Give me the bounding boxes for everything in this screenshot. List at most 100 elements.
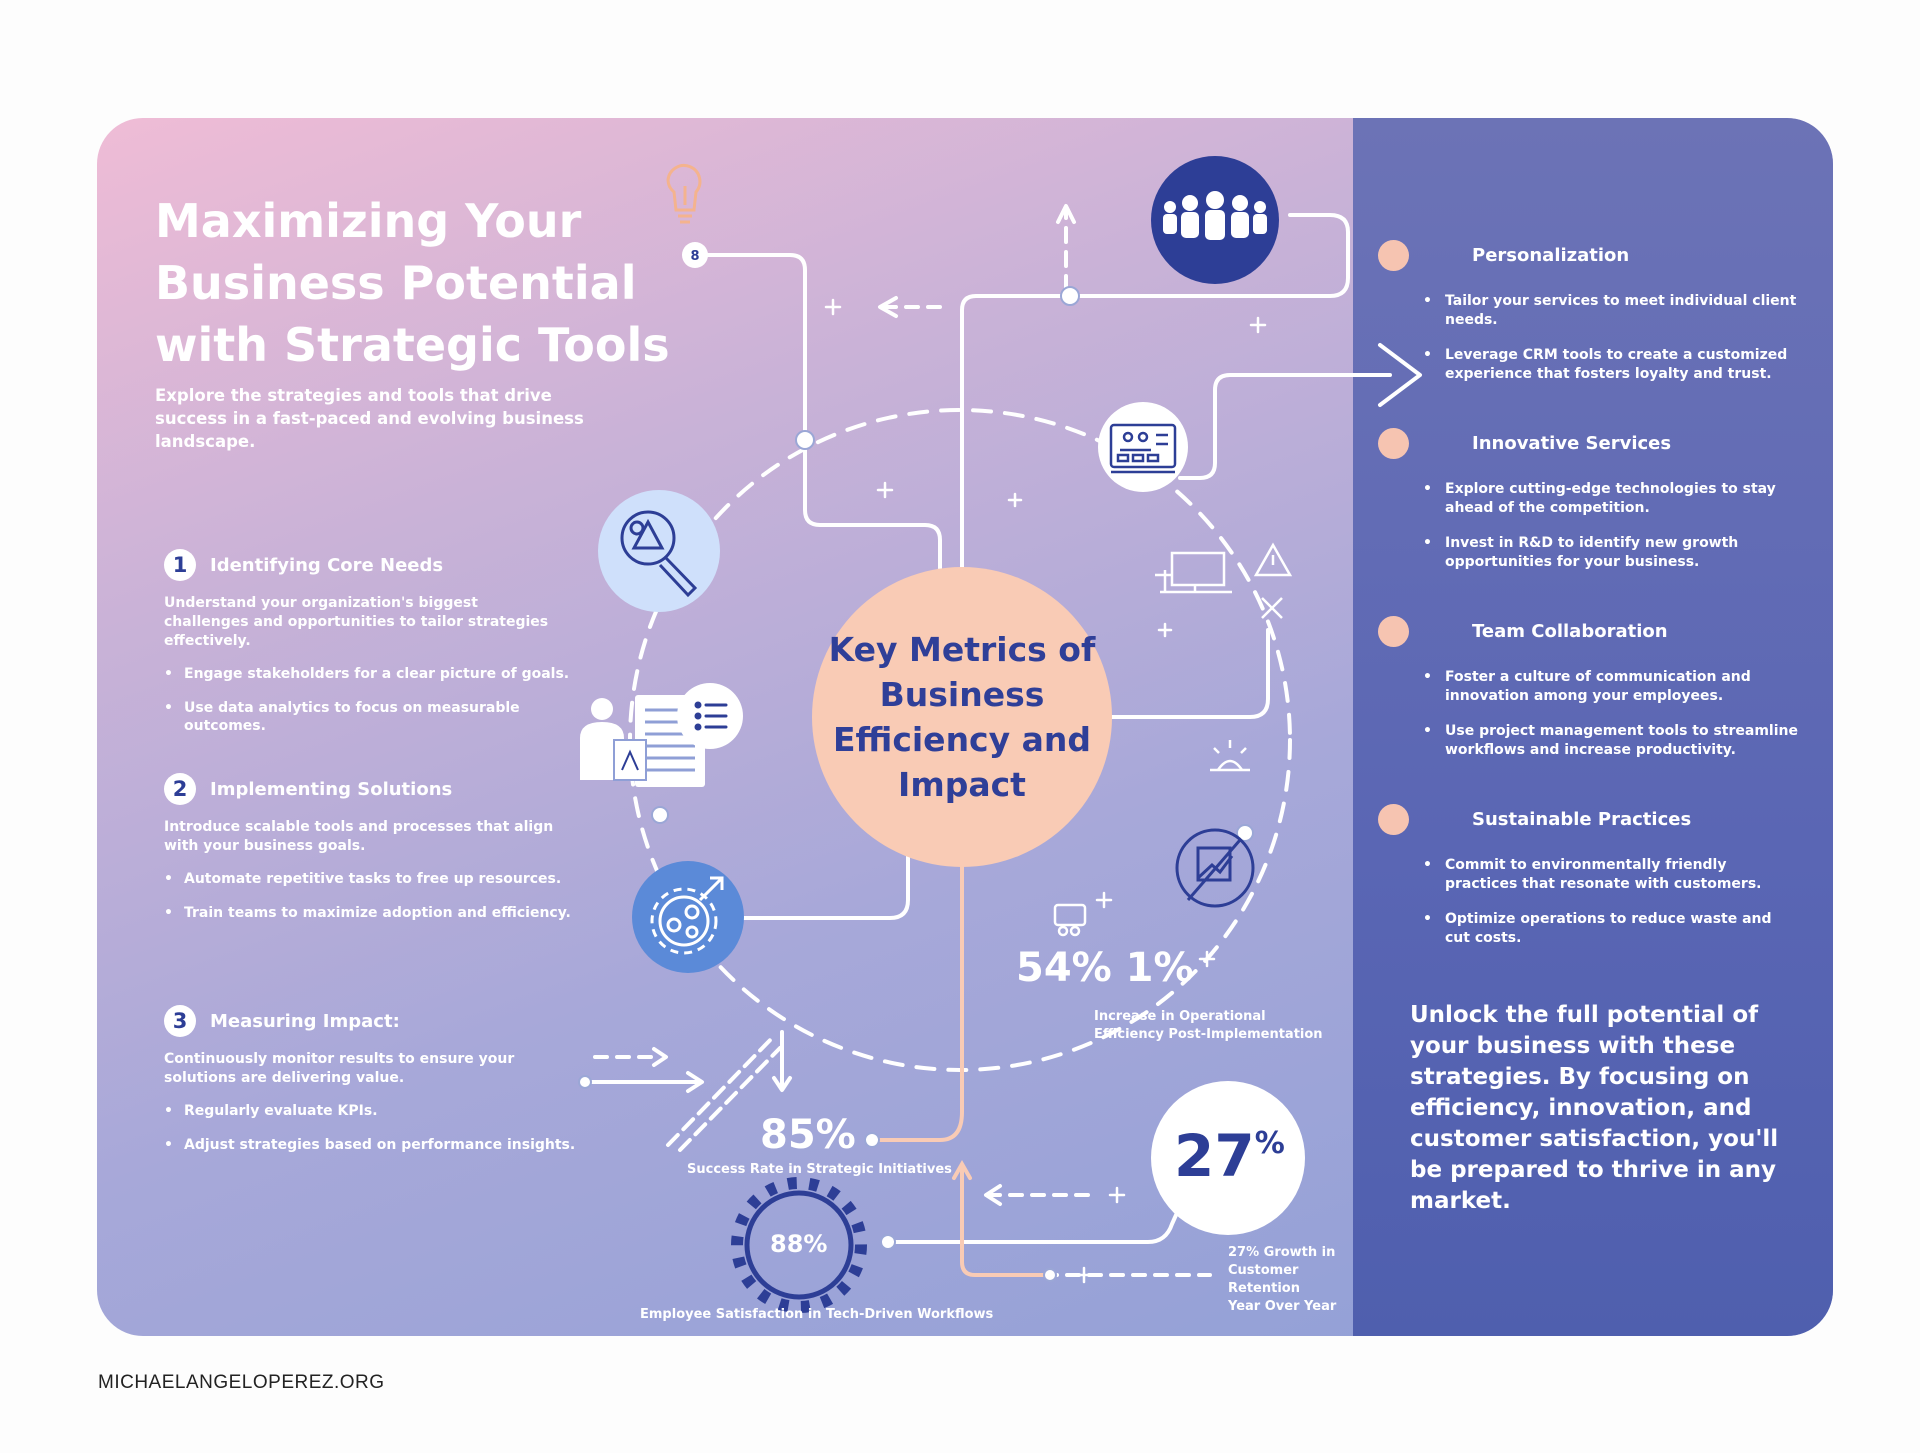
checklist-icon [694, 701, 728, 731]
junction-dot [651, 806, 669, 824]
step-header: 1 Identifying Core Needs [164, 548, 584, 582]
section-title: Personalization [1472, 244, 1630, 266]
section-bullets: Explore cutting-edge technologies to sta… [1423, 480, 1800, 572]
stat-retention-label-line: 27% Growth in [1228, 1245, 1336, 1260]
retention-circle [1151, 1081, 1305, 1235]
gear-ring-icon [731, 1177, 867, 1313]
hero-title-line: Maximizing Your [155, 194, 582, 248]
desk-computer-icon [1155, 551, 1232, 594]
section-bullets: Tailor your services to meet individual … [1423, 292, 1800, 384]
junction-dot [1043, 1268, 1057, 1282]
stat-retention-number: 27 [1174, 1122, 1255, 1190]
analysis-magnifier-icon [620, 510, 698, 598]
plus-decor [824, 298, 1267, 1284]
gear-strategy-icon [650, 876, 724, 955]
hub-title: Key Metrics of Business Efficiency and I… [828, 630, 1096, 804]
step-title: Implementing Solutions [210, 778, 453, 800]
section-title: Innovative Services [1472, 432, 1672, 454]
step-description: Introduce scalable tools and processes t… [164, 819, 554, 854]
stat-operational-label: Increase in Operational Efficiency Post-… [1094, 1009, 1323, 1042]
bullet-item: Train teams to maximize adoption and eff… [164, 904, 584, 922]
step-description: Continuously monitor results to ensure y… [164, 1051, 515, 1086]
bullet-item: Explore cutting-edge technologies to sta… [1423, 480, 1800, 518]
connector-peach-bottom [960, 1166, 1047, 1277]
connector-peach [874, 864, 964, 1142]
step-title: Identifying Core Needs [210, 554, 444, 576]
closing-statement: Unlock the full potential of your busine… [1410, 1002, 1779, 1214]
section-header: Sustainable Practices [1378, 802, 1800, 836]
arrow-up-head [1056, 204, 1076, 224]
connector-right [1110, 628, 1270, 719]
bullet-item: Automate repetitive tasks to free up res… [164, 870, 584, 888]
connector-bulb [694, 253, 942, 570]
step-measuring-impact: 3 Measuring Impact: Continuously monitor… [164, 1004, 584, 1170]
step-number-badge: 3 [164, 1005, 196, 1037]
step-number-badge: 1 [164, 549, 196, 581]
presentation-icon [1109, 423, 1177, 474]
report-person-icon [580, 695, 705, 787]
hero-title: Maximizing Your Business Potential with … [155, 190, 675, 376]
hero-subtitle: Explore the strategies and tools that dr… [155, 386, 584, 451]
section-personalization: Personalization Tailor your services to … [1378, 238, 1800, 400]
arrow-right-2 [686, 1071, 704, 1093]
step-number-badge: 2 [164, 773, 196, 805]
footer-site-link[interactable]: MICHAELANGELOPEREZ.ORG [98, 1372, 385, 1393]
section-header: Innovative Services [1378, 426, 1800, 460]
hero-title-line: Business Potential [155, 256, 637, 310]
section-innovative-services: Innovative Services Explore cutting-edge… [1378, 426, 1800, 588]
bullet-item: Foster a culture of communication and in… [1423, 668, 1800, 706]
step-header: 3 Measuring Impact: [164, 1004, 584, 1038]
bullet-item: Invest in R&D to identify new growth opp… [1423, 534, 1800, 572]
bullet-item: Commit to environmentally friendly pract… [1423, 856, 1800, 894]
section-title: Sustainable Practices [1472, 808, 1692, 830]
step-identifying-core-needs: 1 Identifying Core Needs Understand your… [164, 548, 584, 751]
junction-dot [1236, 824, 1254, 842]
junction-dot [795, 430, 815, 450]
dashed-diagonal [666, 1033, 777, 1147]
arrow-right-1 [652, 1047, 668, 1067]
step-implementing-solutions: 2 Implementing Solutions Introduce scala… [164, 772, 584, 938]
step-bullets: Engage stakeholders for a clear picture … [164, 665, 584, 735]
section-team-collaboration: Team Collaboration Foster a culture of c… [1378, 614, 1800, 776]
section-bullets: Commit to environmentally friendly pract… [1423, 856, 1800, 948]
stat-retention-unit: % [1254, 1126, 1285, 1161]
bullet-item: Tailor your services to meet individual … [1423, 292, 1800, 330]
step-header: 2 Implementing Solutions [164, 772, 584, 806]
bullet-item: Use project management tools to streamli… [1423, 722, 1800, 760]
hero-title-line: with Strategic Tools [155, 318, 670, 372]
stat-retention-label-line: Retention [1228, 1281, 1300, 1296]
arrow-up-peach [952, 1159, 972, 1180]
sunrise-icon [1210, 740, 1250, 772]
warning-icon [1253, 542, 1293, 619]
node-badge: 8 [690, 249, 699, 264]
bullet-item: Engage stakeholders for a clear picture … [164, 665, 584, 683]
team-group-icon [1163, 191, 1267, 240]
connector-gear [730, 854, 910, 920]
bullet-item: Regularly evaluate KPIs. [164, 1102, 584, 1120]
step-description: Understand your organization's biggest c… [164, 595, 549, 649]
stat-success-label: Success Rate in Strategic Initiatives [687, 1162, 952, 1177]
junction-dot [864, 1132, 880, 1148]
section-dot-icon [1378, 239, 1409, 271]
bullet-item: Adjust strategies based on performance i… [164, 1136, 584, 1154]
arrow-left-head [878, 296, 898, 318]
stat-success-value: 85% [760, 1112, 856, 1158]
stat-satisfaction-label: Employee Satisfaction in Tech-Driven Wor… [640, 1307, 994, 1322]
dashed-diagonal-2 [678, 1046, 782, 1152]
section-bullets: Foster a culture of communication and in… [1423, 668, 1800, 760]
step-bullets: Regularly evaluate KPIs. Adjust strategi… [164, 1102, 584, 1154]
stat-operational-value: 54% 1% [1016, 945, 1194, 991]
stat-retention-label: 27% Growth in Customer Retention Year Ov… [1228, 1244, 1348, 1316]
step-title: Measuring Impact: [210, 1010, 400, 1032]
lightbulb-icon [666, 164, 702, 224]
arrow-head-right [1378, 343, 1422, 407]
section-header: Team Collaboration [1378, 614, 1800, 648]
section-dot-icon [1378, 427, 1409, 459]
stat-satisfaction-value: 88% [770, 1230, 828, 1258]
bullet-item: Optimize operations to reduce waste and … [1423, 910, 1800, 948]
connector-presentation [1178, 373, 1392, 480]
hub-circle [812, 567, 1112, 867]
connector-bottom [886, 1193, 1187, 1244]
section-sustainable-practices: Sustainable Practices Commit to environm… [1378, 802, 1800, 964]
